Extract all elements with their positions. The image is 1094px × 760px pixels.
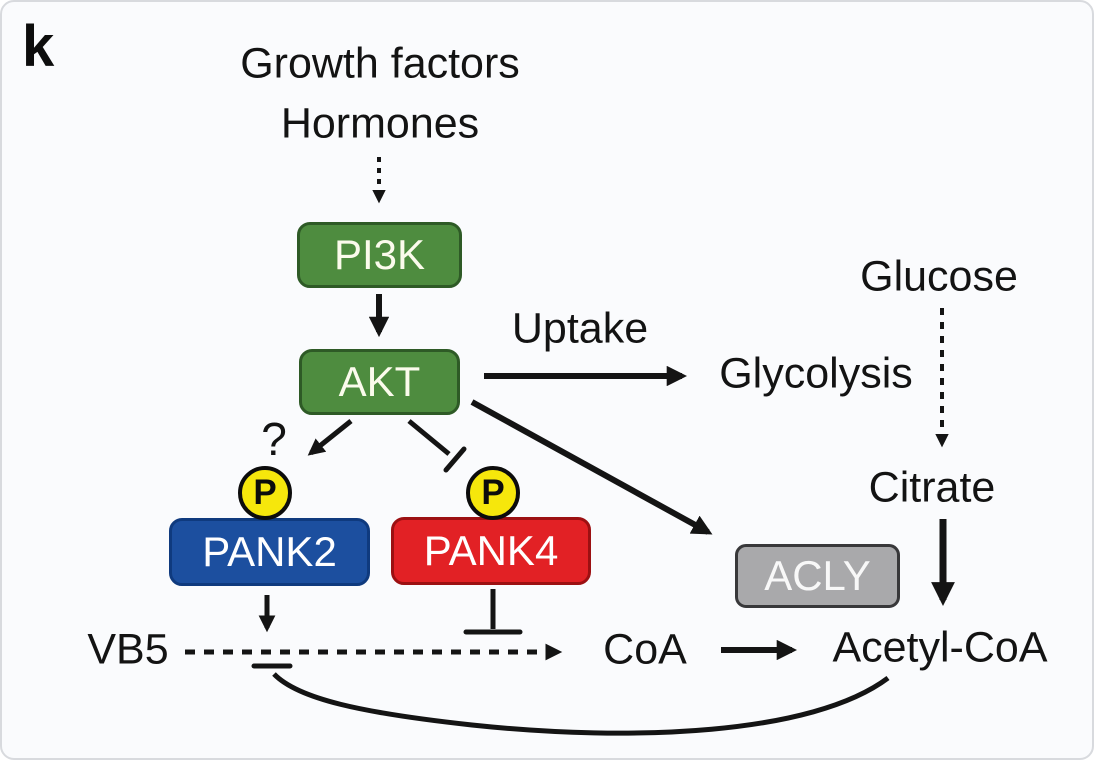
node-pank2: PANK2 [169, 518, 370, 586]
uptake-label: Uptake [511, 304, 649, 353]
phospho-badge-pank4-icon: P [466, 466, 520, 520]
node-akt: AKT [299, 349, 460, 415]
glycolysis-label: Glycolysis [719, 349, 913, 398]
acetyl-coa-label: Acetyl-CoA [832, 623, 1048, 672]
question-mark-label: ? [261, 413, 287, 465]
growth-factors-label: Growth factors [240, 39, 520, 88]
vb5-label: VB5 [87, 625, 169, 674]
node-pank4: PANK4 [391, 517, 591, 585]
glucose-label: Glucose [860, 252, 1018, 301]
panel-label: k [22, 14, 55, 79]
node-pi3k: PI3K [297, 222, 462, 288]
coa-label: CoA [603, 625, 687, 674]
node-acly: ACLY [735, 544, 900, 608]
citrate-label: Citrate [868, 463, 996, 512]
phospho-badge-pank2-icon: P [238, 466, 292, 520]
hormones-label: Hormones [280, 99, 480, 148]
